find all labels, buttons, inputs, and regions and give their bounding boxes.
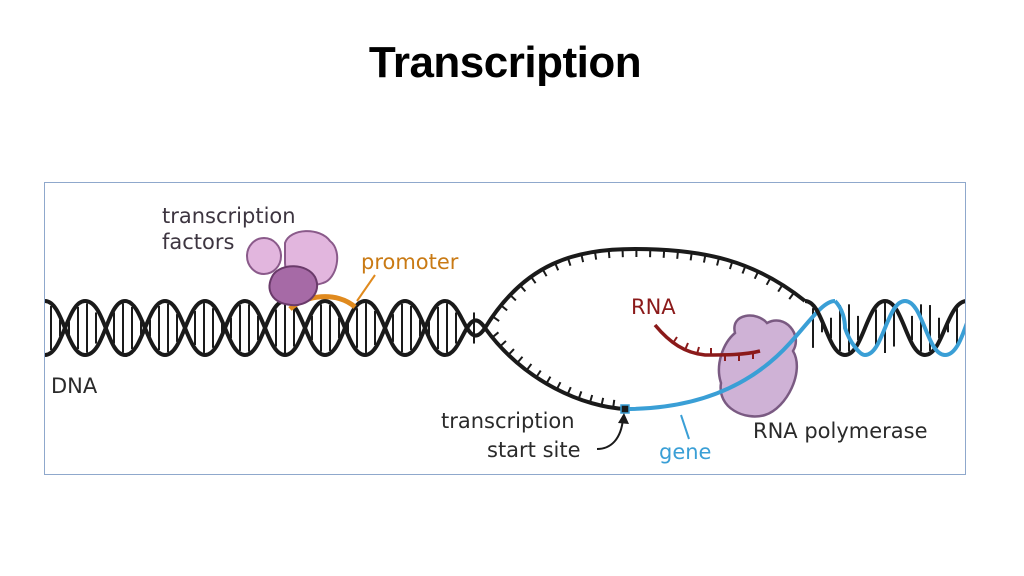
strand-base-tick <box>600 397 605 406</box>
strand-base-tick <box>777 284 784 293</box>
strand-base-tick <box>788 292 795 300</box>
strand-base-tick <box>728 261 734 270</box>
dna-strand-left-b <box>45 298 487 358</box>
upper-strand-bases <box>492 248 795 322</box>
transcription-factors <box>246 230 339 307</box>
dna-base-pairs-left <box>50 303 475 353</box>
rna-bases <box>672 336 754 361</box>
strand-base-tick <box>541 268 548 277</box>
rna-transcript <box>653 323 761 357</box>
strand-base-tick <box>577 391 583 400</box>
strand-base-tick <box>765 277 772 286</box>
strand-base-tick <box>500 304 508 312</box>
rna-label: RNA <box>631 295 676 319</box>
strand-base-tick <box>567 257 572 266</box>
transcription-factors-label-line2: factors <box>162 230 234 254</box>
dna-strand-left-a <box>45 298 487 358</box>
strand-base-tick <box>555 381 562 390</box>
strand-base-tick <box>491 331 500 339</box>
strand-base-tick <box>702 254 707 263</box>
transcription-start-site-marker <box>620 404 630 414</box>
strand-base-tick <box>716 257 720 266</box>
promoter-leader-line <box>356 274 376 302</box>
strand-base-tick <box>545 376 552 385</box>
strand-base-tick <box>566 386 572 395</box>
strand-base-tick <box>519 284 527 293</box>
slide-title: Transcription <box>368 38 642 87</box>
strand-base-tick <box>612 399 616 408</box>
gene-leader-line <box>680 414 690 440</box>
strand-base-tick <box>516 356 524 364</box>
strand-base-tick <box>607 249 611 259</box>
start-site-arrow <box>596 418 624 450</box>
strand-base-tick <box>580 254 585 263</box>
strand-base-tick <box>530 276 537 284</box>
strand-base-tick <box>507 348 515 356</box>
strand-base-tick <box>689 252 693 261</box>
dna-strand-right-a <box>804 298 965 358</box>
transcription-diagram: transcription factors promoter RNA DNA t… <box>44 182 966 475</box>
transcription-diagram-svg: transcription factors promoter RNA DNA t… <box>45 204 965 464</box>
gene-strand <box>624 299 836 411</box>
strand-base-tick <box>499 340 507 348</box>
strand-base-tick <box>535 370 542 378</box>
strand-base-tick <box>525 363 533 371</box>
lower-strand-bases <box>491 331 616 408</box>
rna-polymerase <box>717 314 799 418</box>
transcription-factors-label-line1: transcription <box>162 204 296 228</box>
dna-strand-right-b <box>833 298 965 358</box>
strand-base-tick <box>588 394 594 403</box>
gene-label: gene <box>659 440 711 464</box>
strand-base-tick <box>741 265 747 274</box>
strand-base-tick <box>492 315 500 322</box>
strand-base-tick <box>509 294 517 302</box>
strand-base-tick <box>676 250 679 259</box>
dna-template-strand-lower <box>483 326 626 411</box>
start-site-label-line2: start site <box>487 438 581 462</box>
strand-base-tick <box>753 271 760 280</box>
strand-base-tick <box>593 251 598 260</box>
start-site-arrowhead <box>618 413 629 424</box>
strand-base-tick <box>554 262 560 271</box>
promoter-label: promoter <box>361 250 459 274</box>
rna-polymerase-label: RNA polymerase <box>753 419 928 443</box>
dna-label: DNA <box>51 374 98 398</box>
start-site-label-line1: transcription <box>441 409 575 433</box>
